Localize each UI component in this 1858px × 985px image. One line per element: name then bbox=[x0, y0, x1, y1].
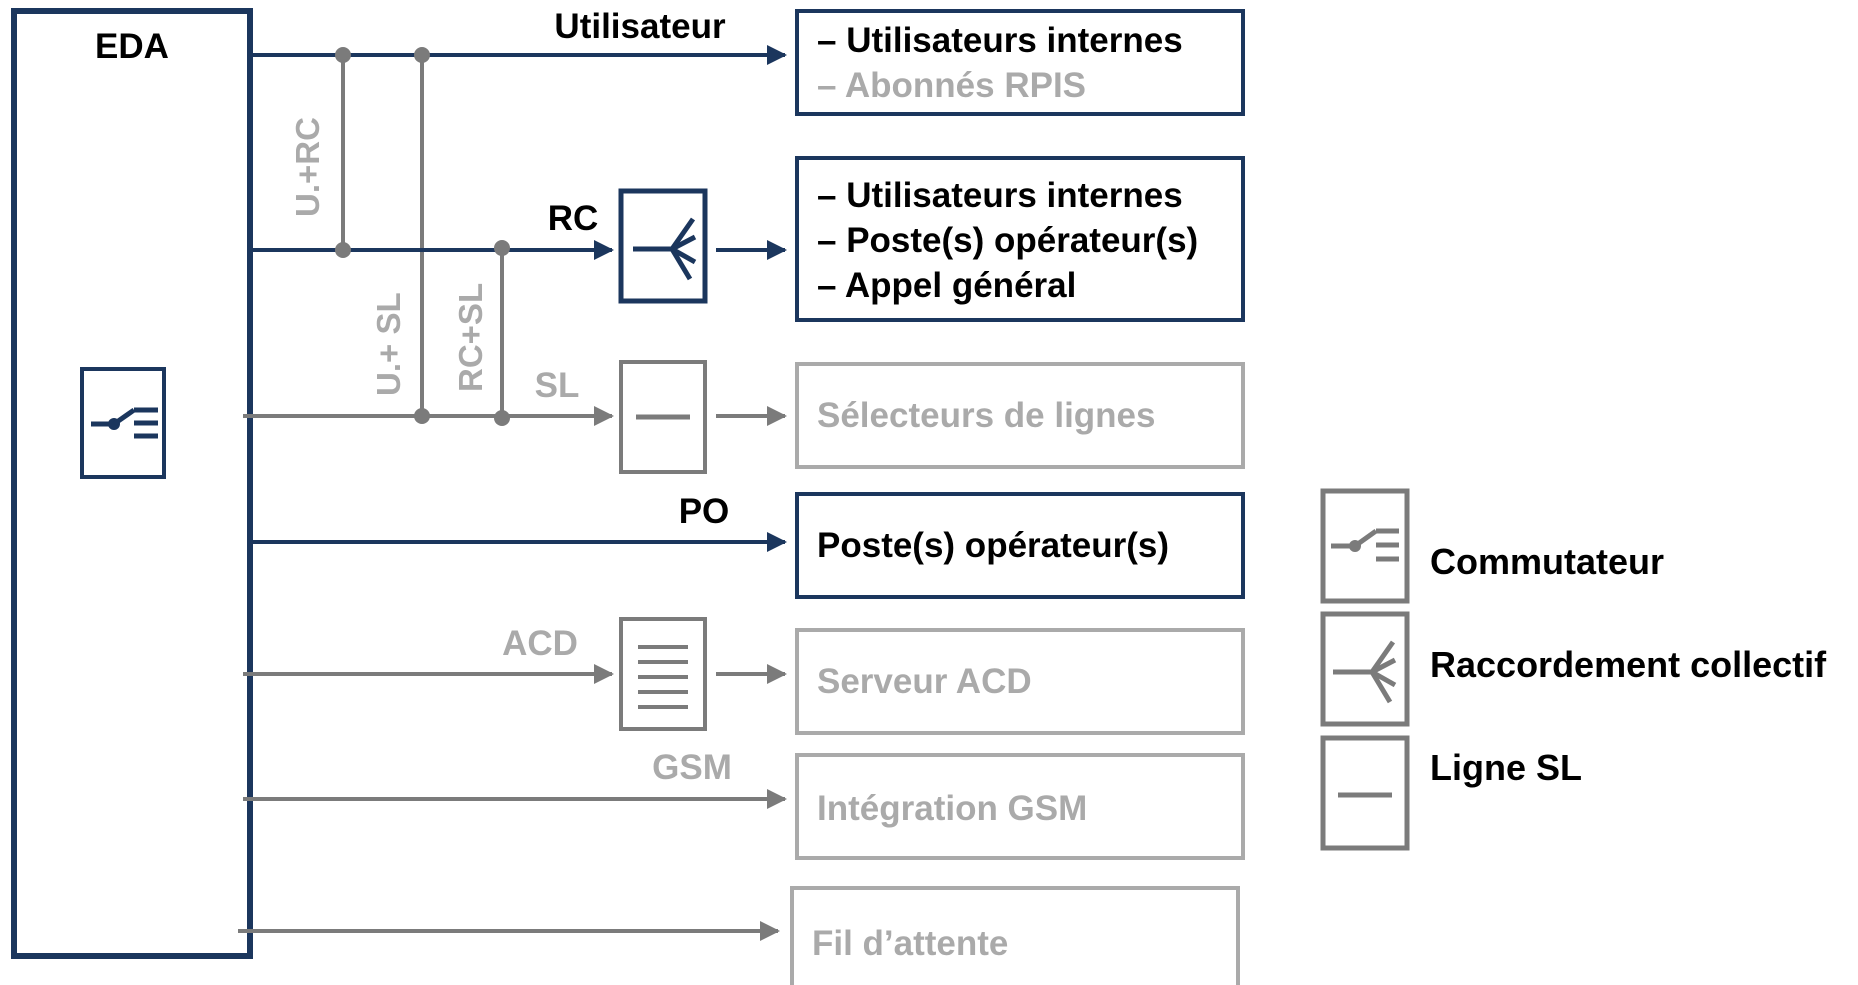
legend-switch-icon bbox=[1320, 488, 1410, 604]
box-selecteurs-label: Sélecteurs de lignes bbox=[817, 396, 1155, 435]
acd-label: ACD bbox=[502, 624, 578, 663]
po-label: PO bbox=[679, 492, 730, 531]
box-rc-item-3: – Appel général bbox=[817, 266, 1076, 305]
line-sl-icon bbox=[619, 360, 707, 474]
box-utilisateurs-item-2: – Abonnés RPIS bbox=[817, 66, 1086, 105]
box-fil-attente: Fil d’attente bbox=[790, 886, 1240, 985]
box-selecteurs: Sélecteurs de lignes bbox=[795, 362, 1245, 469]
sl-label: SL bbox=[535, 366, 580, 405]
box-serveur-acd-label: Serveur ACD bbox=[817, 662, 1032, 701]
legend: Commutateur Raccordement collectif Ligne… bbox=[1320, 488, 1827, 851]
legend-line-sl-icon bbox=[1320, 735, 1410, 851]
legend-collective-icon bbox=[1320, 611, 1410, 727]
junction-dots bbox=[335, 47, 510, 426]
box-rc-item-1: – Utilisateurs internes bbox=[817, 176, 1183, 215]
box-fil-attente-label: Fil d’attente bbox=[812, 924, 1008, 963]
u-rc-label: U.+RC bbox=[289, 117, 326, 217]
box-poste-operateur: Poste(s) opérateur(s) bbox=[795, 492, 1245, 599]
eda-title: EDA bbox=[95, 27, 169, 66]
box-utilisateurs-item-1: – Utilisateurs internes bbox=[817, 21, 1183, 60]
rc-sl-label: RC+SL bbox=[452, 283, 489, 392]
switch-icon bbox=[80, 367, 166, 479]
collective-connection-icon bbox=[618, 188, 708, 304]
box-gsm: Intégration GSM bbox=[795, 753, 1245, 860]
u-sl-label: U.+ SL bbox=[370, 292, 407, 396]
eda-box bbox=[11, 8, 253, 959]
legend-commutateur: Commutateur bbox=[1430, 541, 1664, 582]
legend-raccordement: Raccordement collectif bbox=[1430, 644, 1827, 685]
acd-icon bbox=[619, 617, 707, 731]
box-utilisateurs: – Utilisateurs internes – Abonnés RPIS bbox=[795, 9, 1245, 116]
legend-ligne-sl: Ligne SL bbox=[1430, 747, 1582, 788]
box-rc-item-2: – Poste(s) opérateur(s) bbox=[817, 221, 1198, 260]
gsm-label: GSM bbox=[652, 748, 732, 787]
box-gsm-label: Intégration GSM bbox=[817, 789, 1087, 828]
box-poste-operateur-label: Poste(s) opérateur(s) bbox=[817, 526, 1169, 565]
rc-label: RC bbox=[548, 199, 599, 238]
box-serveur-acd: Serveur ACD bbox=[795, 628, 1245, 735]
utilisateur-label: Utilisateur bbox=[554, 7, 726, 46]
box-rc-targets: – Utilisateurs internes – Poste(s) opéra… bbox=[795, 156, 1245, 322]
